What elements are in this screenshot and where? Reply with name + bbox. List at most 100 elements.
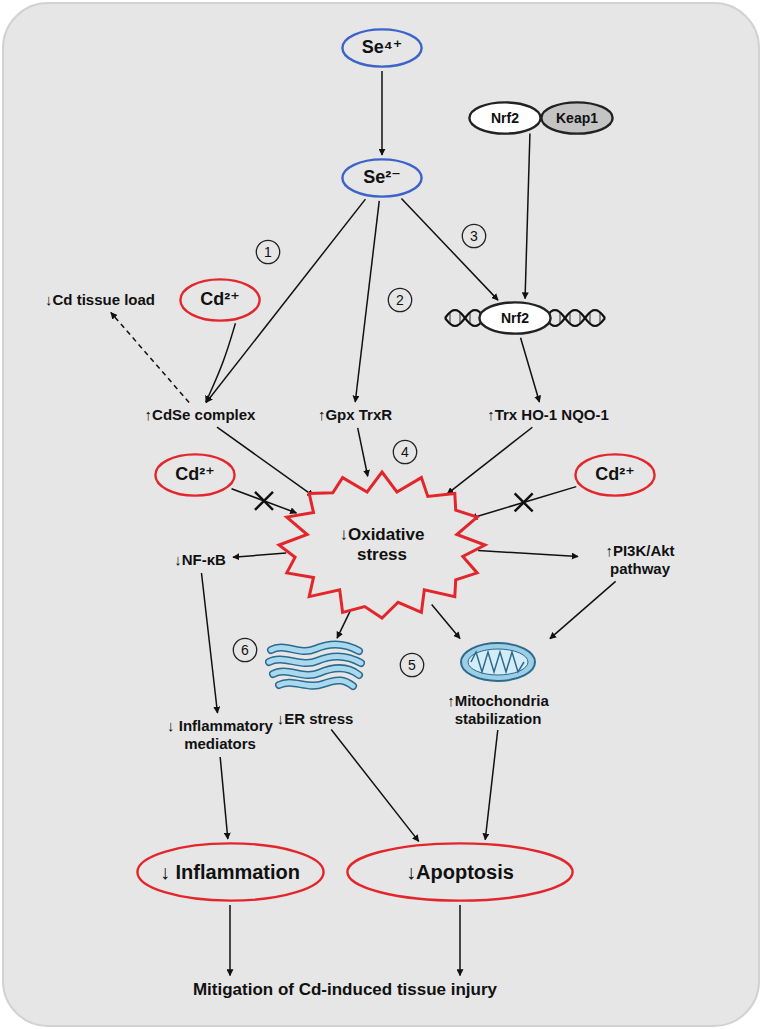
node-label: ↑CdSe complex <box>145 406 256 424</box>
er-membrane <box>273 668 359 675</box>
node-label: ↑Trx HO-1 NQO-1 <box>487 406 609 424</box>
node-label: Nrf2 <box>491 110 519 127</box>
cadmium-ellipse: Cd²⁺ <box>573 452 657 498</box>
callout-label: 5 <box>408 658 416 672</box>
dna-strand <box>445 310 605 326</box>
circle-outline <box>233 638 256 661</box>
er-lumen <box>273 668 359 675</box>
node-label: ↓Oxidative stress <box>327 525 437 566</box>
effect-text: ↓NF-κB <box>169 549 231 571</box>
conclusion-text: Mitigation of Cd-induced tissue injury <box>188 978 503 1003</box>
arrow <box>331 730 419 842</box>
callout-label: 3 <box>470 229 478 243</box>
ellipse-outline <box>180 279 259 320</box>
circle-outline <box>400 653 423 676</box>
arrow <box>232 489 297 513</box>
ellipse-outline <box>479 302 550 333</box>
mitochondrion-illustration <box>458 640 538 684</box>
arrow <box>432 605 460 639</box>
dna-helix <box>445 310 605 326</box>
node-label: Cd²⁺ <box>175 464 215 486</box>
node-label: Se⁴⁺ <box>362 37 402 59</box>
selenite-ellipse: Se⁴⁺ <box>340 27 424 69</box>
ellipse-outline <box>347 843 572 900</box>
arrow <box>201 573 217 713</box>
arrow <box>358 428 368 476</box>
mitochondria-node: ↑Mitochondria stabilization <box>425 640 571 728</box>
er-illustration <box>265 640 365 692</box>
dna-strand <box>445 310 605 326</box>
effect-text: ↓Cd tissue load <box>40 289 161 311</box>
node-label: ↓NF-κB <box>174 551 226 569</box>
node-label: Mitigation of Cd-induced tissue injury <box>193 980 497 1000</box>
cristae <box>471 652 524 672</box>
ellipse-outline <box>575 454 654 495</box>
node-label: ↓Apoptosis <box>406 860 514 884</box>
node-label: ↓ER stress <box>277 710 354 728</box>
cadmium-ellipse: Cd²⁺ <box>178 277 262 323</box>
outcome-ellipse: ↓Apoptosis <box>345 841 575 903</box>
protein-ellipse: Keap1 <box>539 100 615 136</box>
er-membrane <box>269 656 361 663</box>
node-label: ↓ Inflammation <box>160 860 300 884</box>
block-mark <box>515 493 533 511</box>
node-label: ↑PI3K/Akt pathway <box>585 542 695 578</box>
block-mark <box>255 492 273 510</box>
node-label: ↑Mitochondria stabilization <box>428 692 568 728</box>
effect-text: ↑CdSe complex <box>140 404 261 426</box>
arrow <box>521 338 540 402</box>
arrow <box>401 198 498 300</box>
ellipse-outline <box>541 102 612 133</box>
effect-text: ↓ Inflammatory mediators <box>150 715 290 755</box>
arrow <box>471 487 576 519</box>
callout-number: 2 <box>387 287 413 313</box>
arrow <box>337 611 350 639</box>
arrow <box>478 551 578 557</box>
er-membrane <box>279 680 353 686</box>
arrow <box>381 71 383 155</box>
node-label: Nrf2 <box>501 310 529 327</box>
ellipse-outline <box>137 843 323 900</box>
er-lumen <box>279 680 353 686</box>
cadmium-ellipse: Cd²⁺ <box>153 452 237 498</box>
arrow <box>525 134 530 299</box>
inner-membrane <box>468 649 528 675</box>
outer-membrane <box>461 643 535 681</box>
callout-label: 6 <box>241 643 249 657</box>
node-label: ↓Cd tissue load <box>45 291 155 309</box>
node-label: Se²⁻ <box>363 167 401 189</box>
callout-label: 4 <box>401 445 409 459</box>
arrow <box>447 427 532 494</box>
protein-ellipse: Nrf2 <box>477 300 553 336</box>
panel-ground <box>3 3 759 1026</box>
circle-outline <box>256 240 279 263</box>
arrow <box>206 323 236 402</box>
node-label: Cd²⁺ <box>595 464 635 486</box>
node-label: Keap1 <box>556 110 598 127</box>
callout-number: 6 <box>232 637 258 663</box>
callout-number: 3 <box>461 223 487 249</box>
callout-label: 1 <box>264 245 272 259</box>
circle-outline <box>462 224 485 247</box>
arrow <box>229 905 231 976</box>
arrow <box>220 757 228 839</box>
arrow <box>459 905 461 976</box>
er-lumen <box>269 656 361 663</box>
ellipse-outline <box>469 102 540 133</box>
arrow <box>233 553 286 557</box>
er-lumen <box>271 644 359 651</box>
callout-number: 5 <box>399 652 425 678</box>
circle-outline <box>388 288 411 311</box>
node-label: ↑Gpx TrxR <box>318 406 392 424</box>
ellipse-outline <box>342 29 421 66</box>
circle-outline <box>393 440 416 463</box>
ellipse-outline <box>155 454 234 495</box>
node-label: ↓ Inflammatory mediators <box>155 717 285 753</box>
dashed-arrow <box>111 313 189 403</box>
arrow <box>217 427 314 496</box>
node-label: Cd²⁺ <box>200 289 240 311</box>
arrow <box>355 201 379 402</box>
effect-text: ↑Trx HO-1 NQO-1 <box>482 404 614 426</box>
er-membrane <box>271 644 359 651</box>
outcome-ellipse: ↓ Inflammation <box>135 841 326 903</box>
